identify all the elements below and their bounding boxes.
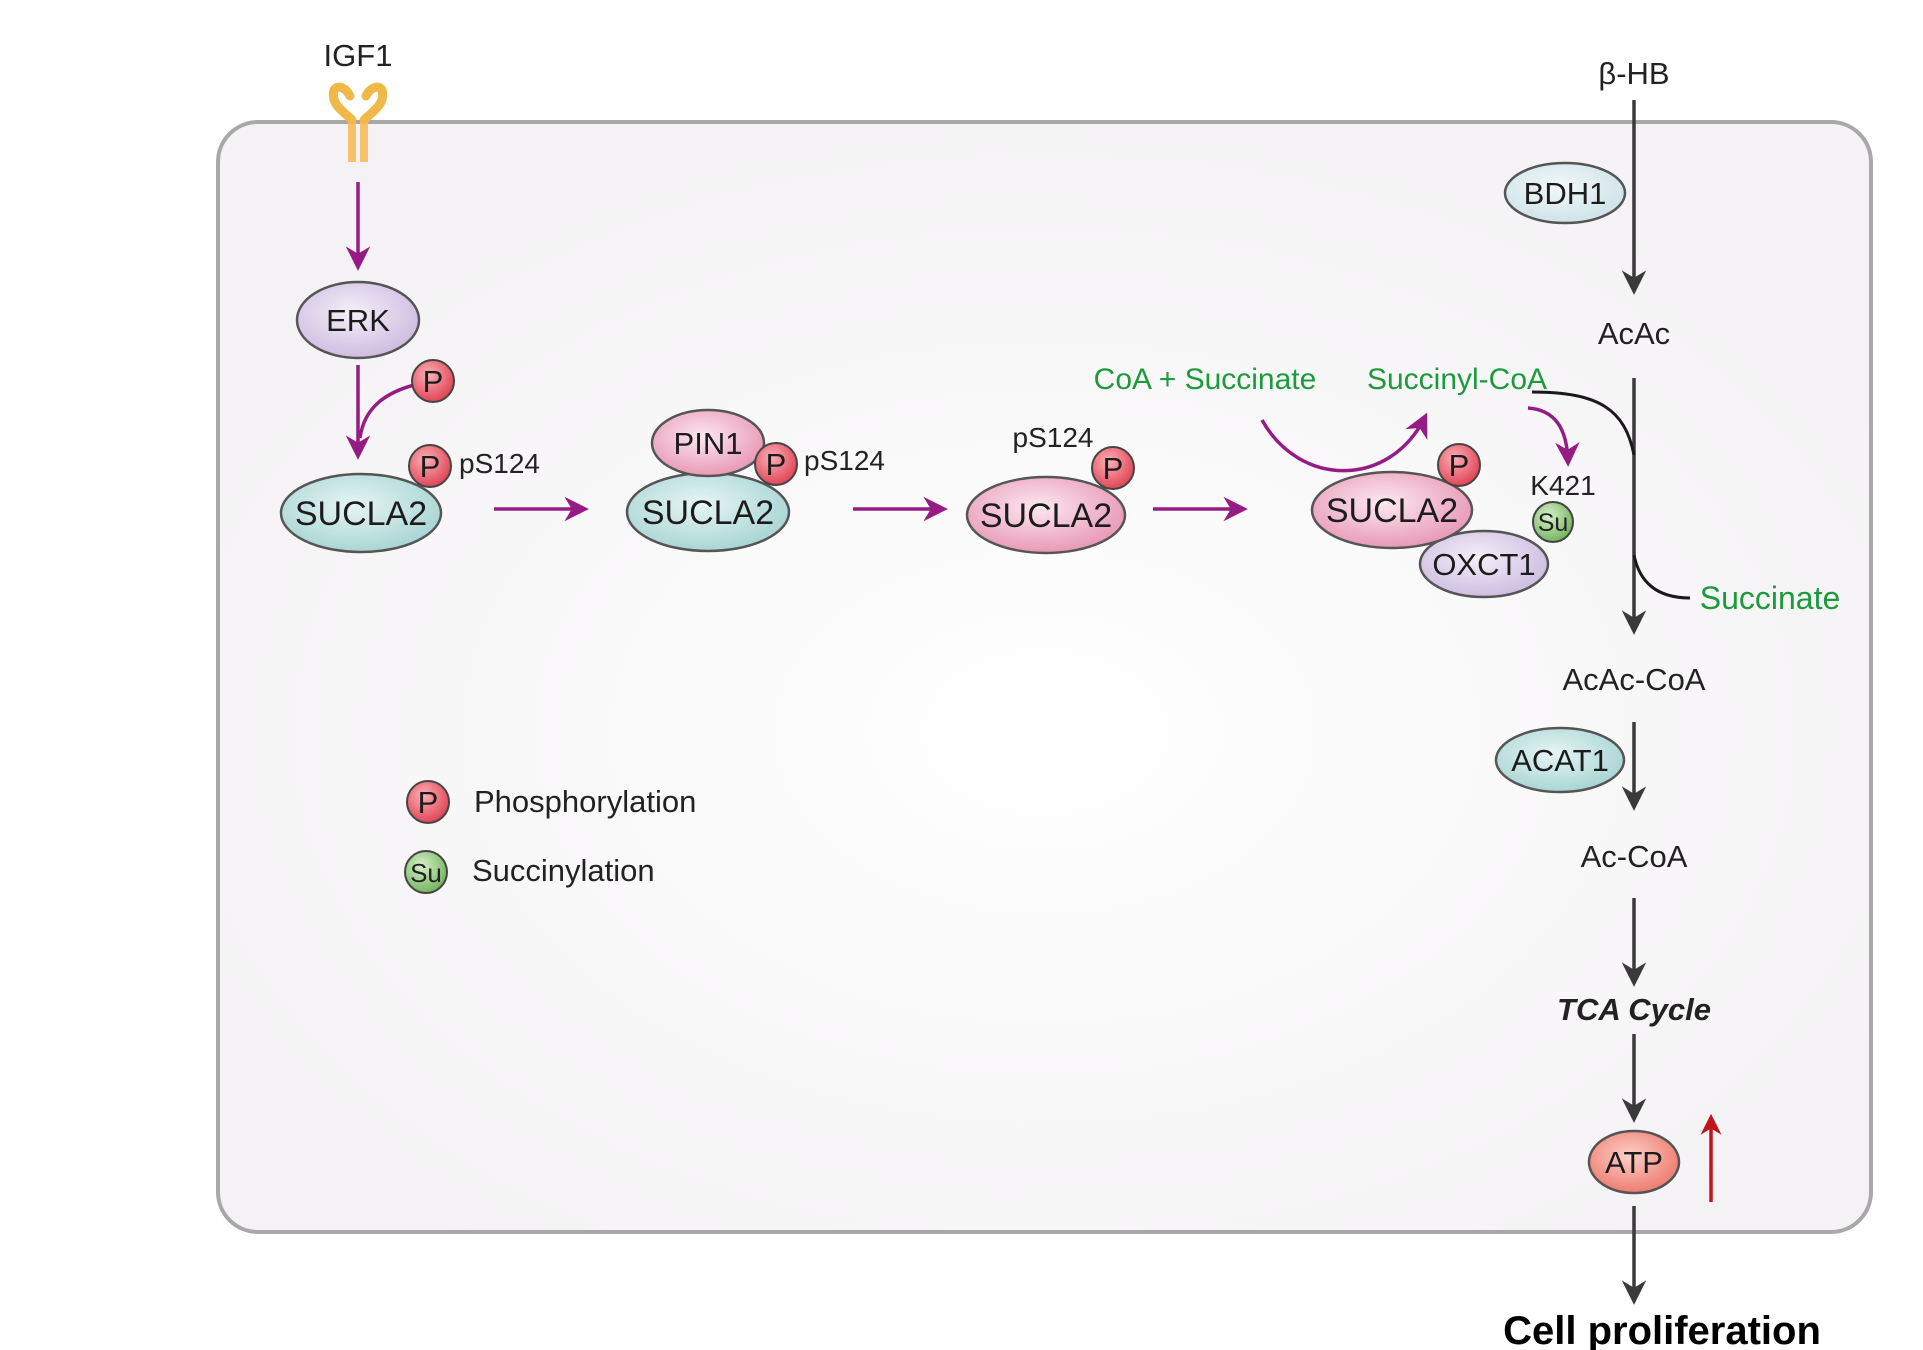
oxct1-label: OXCT1 <box>1432 547 1535 582</box>
site-label-ps124: pS124 <box>1013 422 1094 453</box>
erk-protein <box>295 280 421 360</box>
sucla2-label-1: SUCLA2 <box>295 495 427 533</box>
sucla2-protein-1 <box>279 472 443 554</box>
atp-label: ATP <box>1605 1145 1663 1180</box>
sucla2-protein-3 <box>965 475 1127 555</box>
phospho-badge <box>411 359 455 403</box>
igf1-label: IGF1 <box>324 38 393 73</box>
succinyl-badge-label: Su <box>1538 509 1569 537</box>
sucla2-label-4: SUCLA2 <box>1326 492 1458 530</box>
arrow-succinyl-transfer <box>1527 406 1580 467</box>
legend: P Phosphorylation Su Succinylation <box>404 780 696 894</box>
cell-membrane <box>216 120 1873 1234</box>
legend-succinylation-label: Succinylation <box>472 853 655 888</box>
oxct1-protein <box>1418 529 1550 599</box>
erk-label: ERK <box>326 303 390 338</box>
phospho-badge <box>1437 443 1481 487</box>
acat1-label: ACAT1 <box>1511 743 1609 778</box>
phospho-badge <box>1091 446 1135 490</box>
sucla2-label-2: SUCLA2 <box>642 494 774 532</box>
succinyl-badge <box>1532 501 1574 543</box>
coa-succinate-label: CoA + Succinate <box>1094 363 1317 396</box>
phospho-badge-label: P <box>1103 451 1124 486</box>
site-label-ps124: pS124 <box>459 448 540 479</box>
arrow-coa-succinate-to-succinyl-coa <box>1260 412 1428 473</box>
legend-succinyl-badge-label: Su <box>410 858 442 888</box>
legend-phospho-badge <box>406 780 450 824</box>
legend-phospho-badge-label: P <box>418 785 439 820</box>
phospho-badge-label: P <box>1449 448 1470 483</box>
ac-coa-label: Ac-CoA <box>1581 839 1688 874</box>
phospho-badge-label: P <box>423 364 444 399</box>
phospho-badge <box>408 444 452 488</box>
bdh1-label: BDH1 <box>1524 176 1607 211</box>
succinyl-coa-to-succinate-curve <box>1531 390 1691 600</box>
pin1-protein <box>650 408 766 478</box>
atp-molecule <box>1587 1129 1681 1195</box>
phospho-badge <box>754 442 798 486</box>
acat1-protein <box>1494 726 1626 794</box>
phospho-badge-label: P <box>420 449 441 484</box>
legend-phosphorylation-label: Phosphorylation <box>474 784 696 819</box>
succinyl-coa-label: Succinyl-CoA <box>1367 363 1547 396</box>
legend-succinyl-badge <box>404 850 448 894</box>
acac-coa-label: AcAc-CoA <box>1563 662 1706 697</box>
cell-proliferation-label: Cell proliferation <box>1503 1309 1821 1350</box>
acac-label: AcAc <box>1598 316 1670 351</box>
igf1-receptor-icon <box>328 82 388 162</box>
phospho-badge-label: P <box>766 447 787 482</box>
arrow-phospho-transfer <box>358 382 419 439</box>
sucla2-label-3: SUCLA2 <box>980 497 1112 535</box>
pin1-label: PIN1 <box>674 426 743 461</box>
bdh1-protein <box>1503 161 1627 225</box>
bhb-label: β-HB <box>1598 56 1669 91</box>
k421-site-label: K421 <box>1530 470 1595 501</box>
succinate-label: Succinate <box>1700 580 1841 616</box>
sucla2-protein-4 <box>1310 470 1474 550</box>
tca-cycle-label: TCA Cycle <box>1557 992 1711 1027</box>
site-label-ps124: pS124 <box>804 445 885 476</box>
